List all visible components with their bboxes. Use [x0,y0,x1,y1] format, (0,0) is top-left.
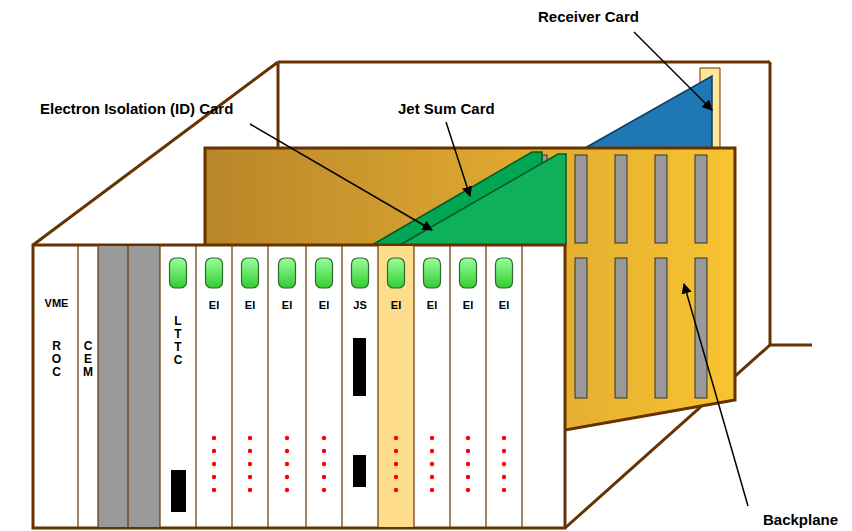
card-face: EI [378,245,414,528]
card-face: EI [450,245,486,528]
card-label: CEM [82,340,94,379]
card-label: VME [35,297,78,310]
card-label: LTTC [172,315,184,367]
card-face: VME ROC [35,245,78,528]
connectors [171,338,366,512]
card-face: EI [486,245,522,528]
card-label: EI [450,299,486,312]
empty-slot [98,246,128,527]
card-label: EI [486,299,522,312]
status-leds [170,258,513,288]
highlighted-card [378,246,414,527]
callout-label: Electron Isolation (ID) Card [40,100,233,118]
jet-sum-card [400,154,566,245]
card-label: EI [378,299,414,312]
callout-label: Receiver Card [538,8,639,26]
card-label: EI [268,299,306,312]
card-face: EI [414,245,450,528]
card-label: EI [306,299,342,312]
card-face: EI [268,245,306,528]
card-face: LTTC [160,245,196,528]
crate-frame [33,62,812,528]
front-panel [33,245,565,528]
card-label: EI [414,299,450,312]
red-dots [212,436,506,492]
callout-label: Backplane [763,511,838,529]
card-face: CEM [78,245,98,528]
card-label: EI [232,299,268,312]
leader-lines [250,32,748,506]
card-face: EI [196,245,232,528]
card-face: EI [232,245,268,528]
card-label: ROC [51,340,63,379]
card-label: EI [196,299,232,312]
empty-slot [128,246,160,527]
card-face: JS [342,245,378,528]
card-dividers [78,245,522,528]
card-label: JS [342,299,378,312]
card-face: EI [306,245,342,528]
receiver-card [585,76,712,148]
callout-label: Jet Sum Card [398,100,495,118]
